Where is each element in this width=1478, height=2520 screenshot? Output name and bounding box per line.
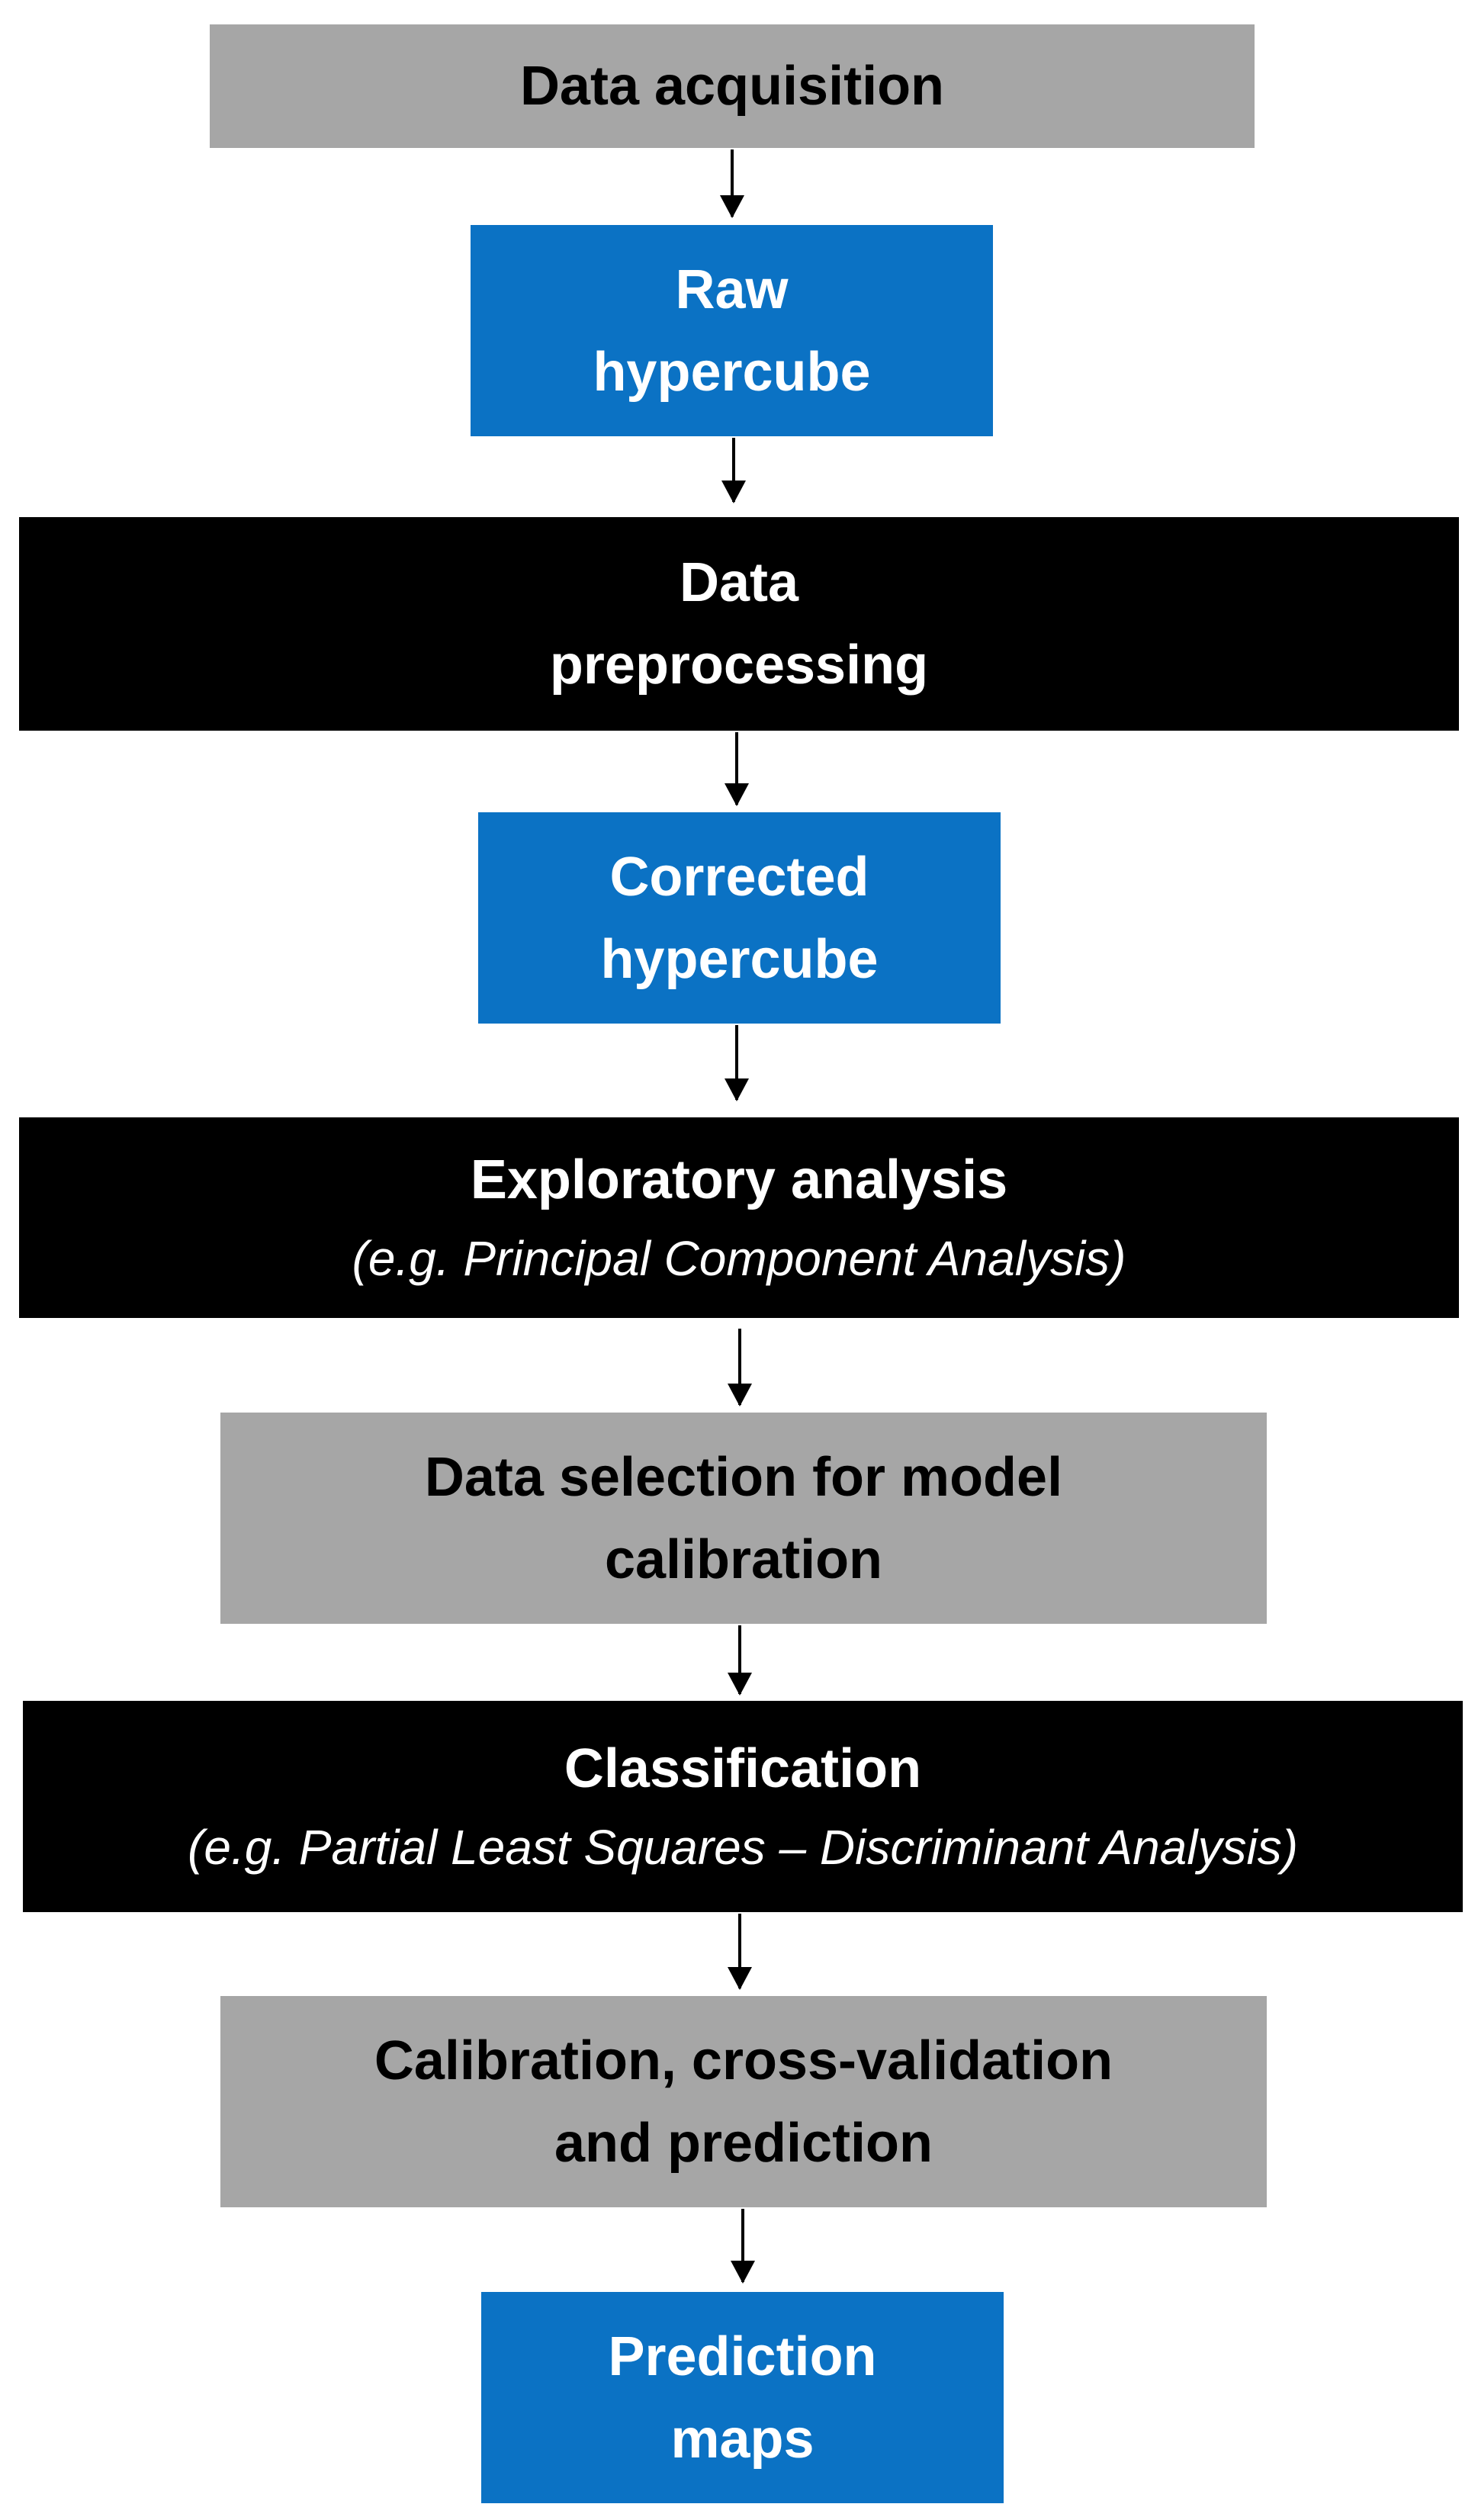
- step-raw-hypercube-line-1: Raw: [675, 259, 789, 320]
- step-data-preprocessing: Data preprocessing: [19, 517, 1459, 731]
- step-calibration-validation-line-2: and prediction: [554, 2112, 933, 2174]
- flow-arrow: [741, 2209, 744, 2282]
- step-corrected-hypercube-line-2: hypercube: [600, 928, 879, 990]
- step-prediction-maps-line-2: maps: [670, 2408, 815, 2470]
- step-calibration-validation-line-1: Calibration, cross-validation: [374, 2030, 1113, 2091]
- flow-arrow: [738, 1625, 741, 1694]
- step-exploratory-analysis-example: (e.g. Principal Component Analysis): [352, 1230, 1126, 1286]
- step-data-selection-line-1: Data selection for model: [424, 1446, 1063, 1508]
- step-prediction-maps: Prediction maps: [481, 2292, 1004, 2503]
- flow-arrow: [735, 732, 738, 805]
- step-data-preprocessing-line-2: preprocessing: [549, 635, 929, 696]
- step-calibration-validation: Calibration, cross-validation and predic…: [220, 1996, 1267, 2207]
- step-data-preprocessing-line-1: Data: [679, 552, 799, 613]
- step-data-acquisition-label: Data acquisition: [519, 56, 945, 117]
- step-data-acquisition: Data acquisition: [210, 24, 1255, 148]
- step-corrected-hypercube: Corrected hypercube: [478, 812, 1001, 1024]
- step-corrected-hypercube-line-1: Corrected: [609, 846, 869, 908]
- step-classification-title: Classification: [564, 1737, 922, 1799]
- step-prediction-maps-line-1: Prediction: [608, 2326, 877, 2387]
- step-exploratory-analysis: Exploratory analysis (e.g. Principal Com…: [19, 1117, 1459, 1318]
- flow-arrow: [735, 1025, 738, 1100]
- step-raw-hypercube: Raw hypercube: [471, 225, 993, 436]
- step-classification: Classification (e.g. Partial Least Squar…: [23, 1701, 1463, 1912]
- step-data-selection: Data selection for model calibration: [220, 1413, 1267, 1624]
- flow-arrow: [732, 438, 735, 502]
- step-raw-hypercube-line-2: hypercube: [593, 341, 871, 403]
- flow-arrow: [731, 149, 734, 217]
- flow-arrow: [738, 1914, 741, 1988]
- step-data-selection-line-2: calibration: [604, 1528, 883, 1590]
- step-exploratory-analysis-title: Exploratory analysis: [470, 1149, 1008, 1210]
- flow-arrow: [738, 1329, 741, 1405]
- step-classification-example: (e.g. Partial Least Squares – Discrimina…: [188, 1819, 1298, 1875]
